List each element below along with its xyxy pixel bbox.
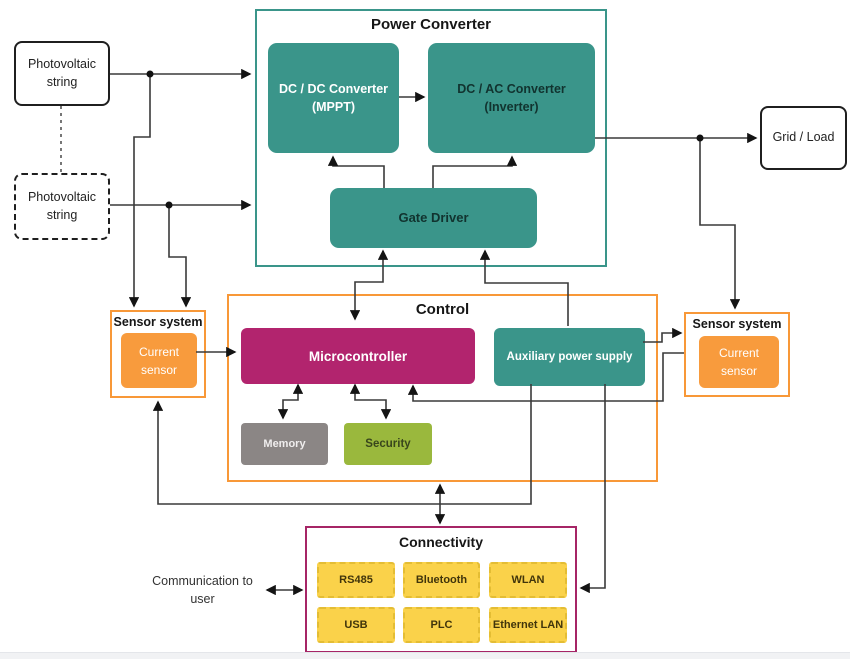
sensor-system-left-title: Sensor system bbox=[113, 315, 203, 329]
sensor-system-left-group: Sensor system Current sensor bbox=[110, 310, 206, 398]
aux-power-supply-block: Auxiliary power supply bbox=[494, 328, 645, 386]
sensor-system-right-title: Sensor system bbox=[692, 317, 782, 331]
chip-plc: PLC bbox=[403, 607, 480, 643]
microcontroller-block: Microcontroller bbox=[241, 328, 475, 384]
memory-block: Memory bbox=[241, 423, 328, 465]
connectivity-title: Connectivity bbox=[398, 534, 483, 550]
chip-rs485: RS485 bbox=[317, 562, 395, 598]
conn-pv2-to-sensor-left bbox=[168, 205, 192, 308]
chip-usb: USB bbox=[317, 607, 395, 643]
grid-load-box: Grid / Load bbox=[760, 106, 847, 170]
footer-band bbox=[0, 652, 850, 659]
control-group: Control Microcontroller Auxiliary power … bbox=[227, 294, 658, 482]
chip-wlan: WLAN bbox=[489, 562, 567, 598]
junction-dot-pv2 bbox=[165, 201, 173, 209]
chip-bluetooth: Bluetooth bbox=[403, 562, 480, 598]
power-converter-title: Power Converter bbox=[370, 16, 492, 33]
chip-ethernet-lan: Ethernet LAN bbox=[489, 607, 567, 643]
conn-grid-junction-to-sensor-right bbox=[699, 138, 741, 310]
junction-dot-pv1 bbox=[146, 70, 154, 78]
pv-string-2-box: Photovoltaic string bbox=[14, 173, 110, 240]
power-converter-group: Power Converter DC / DC Converter (MPPT)… bbox=[255, 9, 607, 267]
dcac-converter-block: DC / AC Converter (Inverter) bbox=[428, 43, 595, 153]
communication-to-user-label: Communication to user bbox=[152, 574, 253, 606]
control-title: Control bbox=[415, 301, 470, 318]
security-block: Security bbox=[344, 423, 432, 465]
pv-string-1-box: Photovoltaic string bbox=[14, 41, 110, 106]
dcdc-converter-block: DC / DC Converter (MPPT) bbox=[268, 43, 399, 153]
current-sensor-left-block: Current sensor bbox=[121, 333, 197, 388]
junction-dot-grid bbox=[696, 134, 704, 142]
conn-pv1-to-sensor-left bbox=[128, 74, 151, 308]
connectivity-group: Connectivity RS485 Bluetooth WLAN USB PL… bbox=[305, 526, 577, 653]
current-sensor-right-block: Current sensor bbox=[699, 336, 779, 388]
sensor-system-right-group: Sensor system Current sensor bbox=[684, 312, 790, 397]
gate-driver-block: Gate Driver bbox=[330, 188, 537, 248]
